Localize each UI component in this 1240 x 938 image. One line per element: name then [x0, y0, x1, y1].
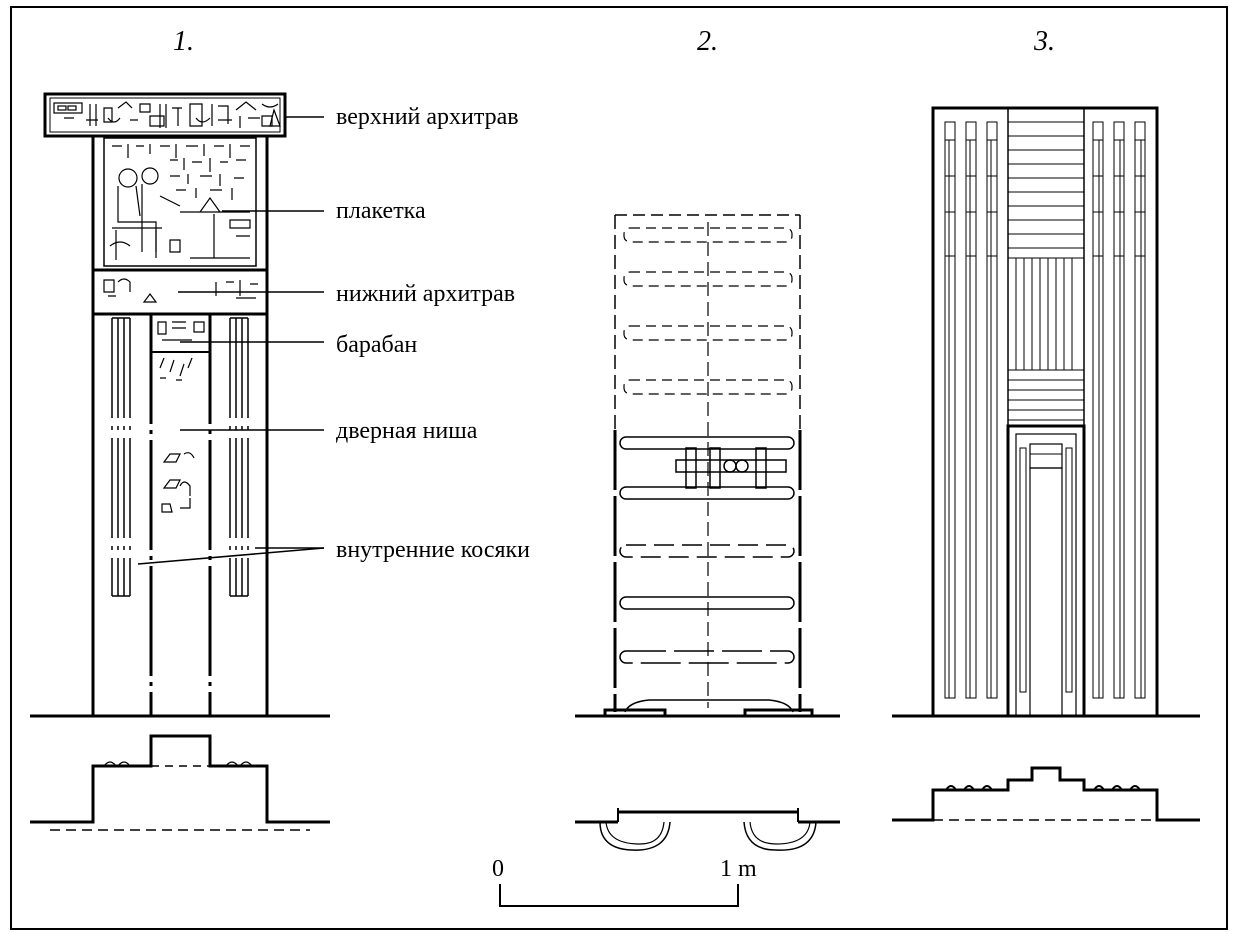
figure-2-plan	[575, 808, 840, 851]
leader-lines	[137, 116, 325, 565]
inner-jamb-right	[229, 317, 249, 597]
drawing-frame	[10, 6, 1228, 930]
label-door-niche: дверная ниша	[336, 418, 478, 444]
scale-bar	[499, 884, 739, 907]
scale-end-label: 1 m	[720, 856, 757, 882]
figure-1-number: 1.	[173, 26, 194, 57]
drum	[150, 313, 211, 353]
figure-3-elevation	[892, 106, 1200, 718]
door-niche	[1006, 424, 1086, 718]
scale-start-label: 0	[492, 856, 504, 882]
figure-2-number: 2.	[697, 26, 718, 57]
label-upper-architrave: верхний архитрав	[336, 104, 519, 130]
inner-jamb-left	[111, 317, 131, 597]
figure-3-number: 3.	[1034, 26, 1055, 57]
label-drum: барабан	[336, 332, 418, 358]
label-inner-jambs: внутренние косяки	[336, 537, 531, 563]
figure-3-plan	[892, 766, 1200, 822]
plaque-relief	[109, 144, 251, 260]
figure-2-elevation	[575, 214, 840, 718]
label-plaque: плакетка	[336, 198, 426, 224]
door-bolt	[675, 447, 787, 489]
upper-architrave	[43, 92, 287, 138]
figure-1-plan	[30, 734, 330, 831]
label-lower-architrave: нижний архитрав	[336, 281, 516, 307]
figure-1-elevation	[30, 92, 330, 718]
